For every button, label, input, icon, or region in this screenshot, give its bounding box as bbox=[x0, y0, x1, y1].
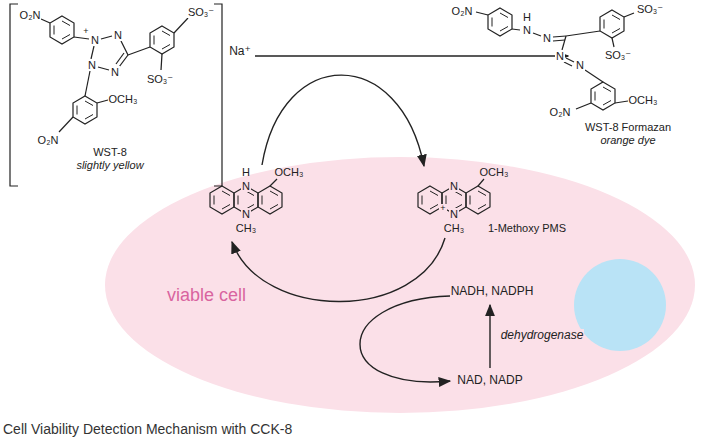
reaction-arrow bbox=[255, 55, 568, 57]
chem-label: O₂N bbox=[19, 9, 42, 21]
chem-label: N bbox=[522, 24, 532, 36]
chem-label: SO₃⁻ bbox=[187, 6, 215, 18]
chem-label: SO₃⁻ bbox=[146, 73, 174, 85]
chem-label: orange dye bbox=[599, 134, 656, 146]
chem-label: CH₃ bbox=[235, 222, 257, 234]
chem-label: O₂N bbox=[549, 106, 572, 118]
cycle-arrows bbox=[232, 75, 490, 382]
chem-label: H bbox=[522, 11, 532, 23]
cofactor-label: NAD, NADP bbox=[456, 374, 523, 387]
cofactor-label: NADH, NADPH bbox=[450, 285, 535, 298]
chem-label: N bbox=[241, 208, 251, 220]
chem-label: N bbox=[542, 32, 552, 44]
chem-label: CH₃ bbox=[443, 222, 465, 234]
chem-label: N bbox=[241, 180, 251, 192]
cell-ellipse: viable cell bbox=[105, 157, 695, 413]
bracket bbox=[10, 4, 222, 186]
chem-label: N bbox=[87, 59, 97, 71]
chem-label: + bbox=[439, 204, 446, 214]
chem-label: WST-8 Formazan bbox=[584, 121, 672, 133]
wst8-structure bbox=[41, 16, 188, 132]
chem-label: Na⁺ bbox=[228, 45, 252, 58]
chem-label: slightly yellow bbox=[75, 159, 144, 171]
chem-label: O₂N bbox=[451, 5, 474, 17]
chem-label: N bbox=[555, 50, 565, 62]
chem-label: N bbox=[90, 34, 100, 46]
chem-label: SO₃⁻ bbox=[604, 49, 632, 61]
chem-label: 1-Methoxy PMS bbox=[487, 222, 567, 234]
figure-caption: Cell Viability Detection Mechanism with … bbox=[3, 421, 292, 437]
chem-label: N bbox=[113, 29, 123, 41]
chem-label: H bbox=[241, 166, 251, 178]
chem-label: OCH₃ bbox=[479, 166, 510, 178]
chem-label: WST-8 bbox=[92, 146, 128, 158]
cofactor-label: dehydrogenase bbox=[500, 329, 585, 342]
nucleus-circle bbox=[574, 259, 666, 351]
cell-label: viable cell bbox=[167, 285, 246, 306]
chem-label: N bbox=[575, 59, 585, 71]
chem-label: + bbox=[82, 27, 89, 37]
formazan-structure bbox=[476, 8, 634, 110]
pms-structures bbox=[210, 179, 490, 214]
chem-label: OCH₃ bbox=[274, 166, 305, 178]
chem-label: SO₃⁻ bbox=[636, 3, 664, 15]
chem-label: OCH₃ bbox=[108, 93, 139, 105]
chem-label: N bbox=[449, 208, 459, 220]
chem-label: OCH₃ bbox=[628, 94, 659, 106]
chem-label: N bbox=[449, 180, 459, 192]
chem-label: N bbox=[110, 66, 120, 78]
chem-label: O₂N bbox=[37, 134, 60, 146]
